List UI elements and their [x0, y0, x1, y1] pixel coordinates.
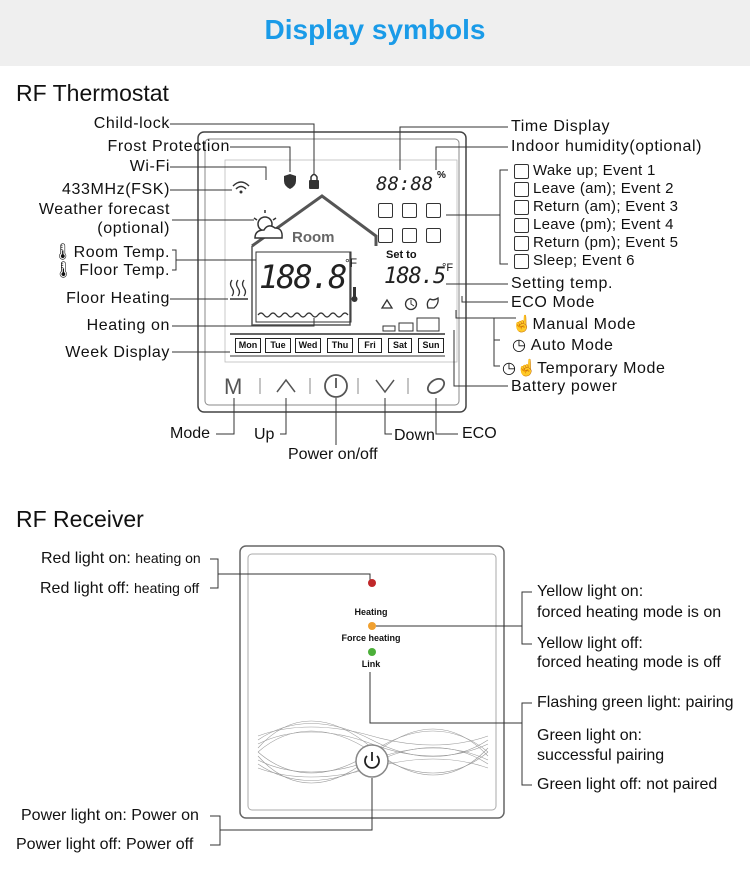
- eco-label: ECO: [462, 425, 497, 442]
- floor-temp-label: 🌡 Floor Temp.: [53, 262, 170, 279]
- humidity-symbol: %: [437, 170, 446, 181]
- day-sat: Sat: [388, 338, 412, 353]
- link-led-label: Link: [361, 659, 381, 669]
- header-banner: Display symbols: [0, 0, 750, 66]
- up-label: Up: [254, 426, 275, 443]
- leave-pm-legend-icon: [514, 218, 529, 233]
- day-mon: Mon: [235, 338, 261, 353]
- link-led: [368, 648, 376, 656]
- yellow-on-label-2: forced heating mode is on: [537, 604, 722, 621]
- thermometer-icon: 🌡: [52, 244, 74, 261]
- event-1-label: Wake up; Event 1: [533, 162, 656, 179]
- set-temp-unit: °F: [442, 262, 454, 274]
- auto-mode-label: ◷ Auto Mode: [512, 337, 614, 354]
- weather-forecast-label: Weather forecast: [38, 201, 170, 218]
- force-heating-led-label: Force heating: [341, 633, 401, 643]
- day-tue: Tue: [265, 338, 291, 353]
- receiver-section-title: RF Receiver: [16, 506, 144, 532]
- wake-up-icon: [378, 203, 393, 218]
- yellow-off-label-2: forced heating mode is off: [537, 654, 721, 671]
- battery-power-label: Battery power: [511, 378, 618, 395]
- floor-thermometer-icon: 🌡: [53, 262, 80, 279]
- wake-up-legend-icon: [514, 164, 529, 179]
- power-on-label: Power light on: Power on: [21, 807, 199, 824]
- week-display-label: Week Display: [65, 344, 170, 361]
- green-off-label: Green light off: not paired: [537, 776, 718, 793]
- rf433-label: 433MHz(FSK): [62, 181, 170, 198]
- wifi-label: Wi-Fi: [129, 158, 170, 175]
- temporary-mode-label: ◷☝Temporary Mode: [502, 360, 666, 377]
- frost-protection-label: Frost Protection: [107, 138, 230, 155]
- heating-on-label: Heating on: [86, 317, 170, 334]
- time-digits: 88:88: [376, 173, 434, 195]
- clock-hand-icon: ◷☝: [502, 360, 538, 377]
- sleep-icon: [426, 228, 441, 243]
- room-text: Room: [292, 229, 335, 246]
- set-to-text: Set to: [386, 249, 417, 261]
- mode-button[interactable]: M: [224, 374, 243, 399]
- set-temp-digits: 188.5: [384, 264, 446, 289]
- eco-mode-label: ECO Mode: [511, 294, 595, 311]
- green-flash-label: Flashing green light: pairing: [537, 694, 734, 711]
- yellow-on-label-1: Yellow light on:: [537, 583, 644, 600]
- event-3-label: Return (am); Event 3: [533, 198, 679, 215]
- hand-icon: ☝: [512, 316, 533, 333]
- time-display-label: Time Display: [511, 118, 611, 135]
- leave-pm-icon: [378, 228, 393, 243]
- leave-am-legend-icon: [514, 182, 529, 197]
- thermostat-section-title: RF Thermostat: [16, 80, 169, 106]
- event-2-label: Leave (am); Event 2: [533, 180, 674, 197]
- down-label: Down: [394, 427, 435, 444]
- page-title: Display symbols: [264, 14, 486, 45]
- clock-icon: ◷: [512, 337, 531, 354]
- heating-led-label: Heating: [354, 607, 388, 617]
- return-am-icon: [426, 203, 441, 218]
- power-off-label: Power light off: Power off: [16, 836, 194, 853]
- leave-am-icon: [402, 203, 417, 218]
- day-sun: Sun: [418, 338, 444, 353]
- event-6-label: Sleep; Event 6: [533, 252, 635, 269]
- red-on-label: Red light on: heating on: [41, 550, 201, 567]
- child-lock-label: Child-lock: [93, 115, 170, 132]
- sleep-legend-icon: [514, 254, 529, 269]
- room-temp-label: 🌡Room Temp.: [52, 244, 170, 261]
- indoor-humidity-label: Indoor humidity(optional): [511, 138, 703, 155]
- heating-led: [368, 579, 376, 587]
- yellow-off-label-1: Yellow light off:: [537, 635, 643, 652]
- event-5-label: Return (pm); Event 5: [533, 234, 679, 251]
- return-pm-icon: [402, 228, 417, 243]
- manual-mode-label: ☝Manual Mode: [512, 316, 637, 333]
- red-off-label: Red light off: heating off: [40, 580, 200, 597]
- weather-optional-label: (optional): [97, 220, 170, 237]
- setting-temp-label: Setting temp.: [511, 275, 614, 292]
- day-wed: Wed: [295, 338, 321, 353]
- mode-label: Mode: [170, 425, 211, 442]
- room-temp-digits: 188.8: [259, 258, 347, 296]
- return-pm-legend-icon: [514, 236, 529, 251]
- room-temp-unit: °F: [345, 256, 358, 270]
- day-fri: Fri: [358, 338, 382, 353]
- event-4-label: Leave (pm); Event 4: [533, 216, 674, 233]
- day-thu: Thu: [327, 338, 353, 353]
- receiver-power-button[interactable]: [356, 745, 388, 777]
- return-am-legend-icon: [514, 200, 529, 215]
- green-on-label-1: Green light on:: [537, 727, 642, 744]
- force-heating-led: [368, 622, 376, 630]
- floor-heating-label: Floor Heating: [66, 290, 170, 307]
- green-on-label-2: successful pairing: [537, 747, 665, 764]
- power-on-off-label: Power on/off: [288, 446, 378, 463]
